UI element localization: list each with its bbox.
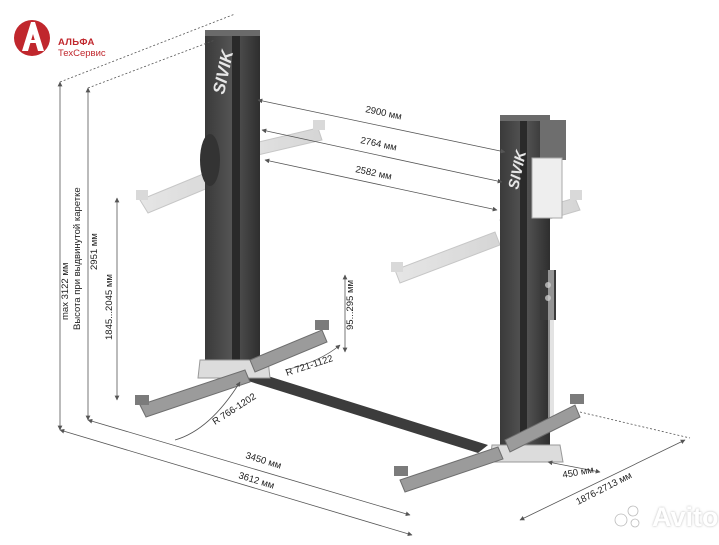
- label-pad-height: 95...295 мм: [345, 280, 356, 330]
- avito-dots-icon: [614, 505, 640, 528]
- floor-plate: [245, 372, 488, 453]
- label-width-2582: 2582 мм: [354, 164, 392, 182]
- label-d-450: 450 мм: [562, 465, 595, 481]
- label-width-2764: 2764 мм: [359, 135, 397, 153]
- lowered-arms: [135, 320, 584, 493]
- label-r-long: R 766-1202: [211, 391, 259, 427]
- label-width-2900: 2900 мм: [364, 104, 402, 122]
- label-w-3450: 3450 мм: [244, 450, 282, 471]
- right-post: [489, 115, 566, 463]
- label-max-height: max 3122 мм: [60, 263, 71, 320]
- brand-name: АЛЬФА: [58, 37, 95, 48]
- label-carriage-height: Высота при выдвинутой каретке: [72, 187, 83, 330]
- dimension-lines: [57, 13, 691, 537]
- left-post: [197, 30, 271, 379]
- label-height-2951: 2951 мм: [89, 233, 100, 270]
- brand-logo-icon: [14, 20, 50, 56]
- avito-watermark: Avito: [652, 502, 719, 532]
- label-lift-range: 1845...2045 мм: [104, 274, 115, 340]
- brand-subtitle: ТехСервис: [58, 48, 106, 59]
